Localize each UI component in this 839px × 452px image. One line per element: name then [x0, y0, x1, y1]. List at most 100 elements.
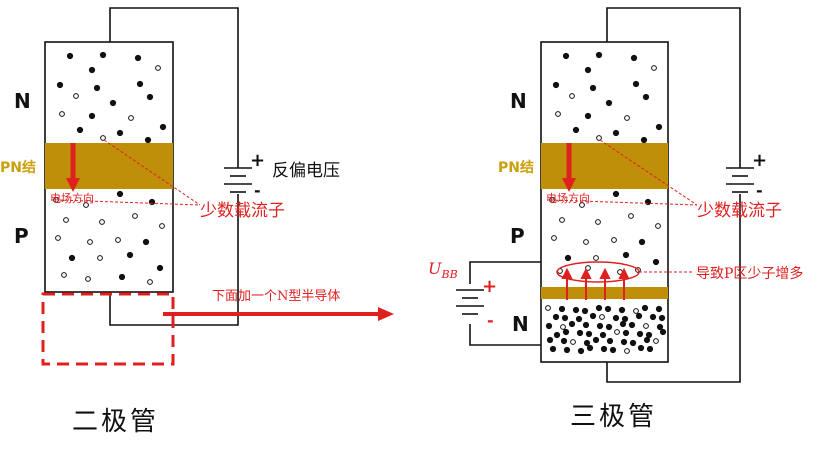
- hole-dot: [128, 115, 134, 121]
- diode-n-carriers: [56, 51, 167, 144]
- transistor-emitter-carriers: [545, 304, 667, 355]
- hole-dot: [100, 135, 106, 141]
- electron-dot: [546, 336, 554, 344]
- hole-dot: [559, 217, 565, 223]
- electron-dot: [156, 264, 164, 272]
- electron-dot: [552, 81, 560, 89]
- transistor-ubb-plus: +: [482, 276, 497, 297]
- hole-dot: [83, 202, 89, 208]
- hole-dot: [545, 305, 551, 311]
- hole-dot: [555, 111, 561, 117]
- electron-dot: [561, 314, 569, 322]
- electron-dot: [585, 330, 593, 338]
- electron-dot: [142, 238, 150, 246]
- electron-dot: [622, 329, 630, 337]
- diode-carrier-leader-1: [103, 139, 201, 206]
- electron-dot: [553, 331, 561, 339]
- electron-dot: [649, 313, 657, 321]
- electron-dot: [629, 339, 637, 347]
- hole-dot: [59, 111, 65, 117]
- transistor-field-label: 电场方向: [546, 191, 590, 205]
- hole-dot: [655, 223, 661, 229]
- electron-dot: [76, 126, 84, 134]
- electron-dot: [584, 66, 592, 74]
- hole-dot: [61, 272, 67, 278]
- electron-dot: [109, 99, 117, 107]
- transistor-label-n-top: N: [510, 89, 527, 113]
- electron-dot: [612, 129, 620, 137]
- electron-dot: [560, 337, 568, 345]
- electron-dot: [600, 345, 608, 353]
- electron-dot: [640, 136, 648, 144]
- electron-dot: [88, 112, 96, 120]
- transistor-vcc-plus: +: [752, 150, 767, 171]
- electron-dot: [636, 330, 644, 338]
- electron-dot: [606, 337, 614, 345]
- hole-dot: [73, 93, 79, 99]
- transistor-battery-vcc: [726, 167, 754, 193]
- diode-added-n-region: [41, 292, 175, 366]
- diode-field-arrowhead: [66, 178, 80, 192]
- electron-dot: [628, 321, 636, 329]
- electron-dot: [584, 112, 592, 120]
- transistor-figure: + - + - UBB N P N PN结 电场方向 少数载流子 导致P区少子增…: [428, 7, 803, 432]
- electron-dot: [655, 123, 663, 131]
- hole-dot: [595, 219, 601, 225]
- diode-carrier-label: 少数载流子: [200, 201, 285, 221]
- hole-dot: [570, 339, 576, 345]
- electron-dot: [635, 312, 643, 320]
- transistor-label-n-bottom: N: [512, 312, 529, 336]
- electron-dot: [134, 54, 142, 62]
- electron-dot: [549, 345, 557, 353]
- electron-dot: [93, 84, 101, 92]
- hole-dot: [593, 255, 599, 261]
- diode-field-label: 电场方向: [50, 191, 94, 205]
- hole-dot: [633, 308, 639, 314]
- transistor-battery-ubb: [456, 284, 484, 324]
- electron-dot: [595, 51, 603, 59]
- electron-dot: [552, 313, 560, 321]
- electron-dot: [620, 338, 628, 346]
- electron-dot: [99, 51, 107, 59]
- electron-dot: [68, 254, 76, 262]
- electron-dot: [618, 306, 626, 314]
- electron-dot: [582, 321, 590, 329]
- hole-dot: [551, 235, 557, 241]
- electron-dot: [583, 339, 591, 347]
- diode-p-carriers: [53, 190, 165, 285]
- electron-dot: [644, 198, 652, 206]
- electron-dot: [622, 251, 630, 259]
- electron-dot: [645, 331, 653, 339]
- electron-dot: [589, 312, 597, 320]
- transistor-junction-upper: [541, 143, 668, 189]
- transistor-carrier-label: 少数载流子: [697, 201, 782, 221]
- electron-dot: [159, 123, 167, 131]
- diode-battery-plus: +: [250, 150, 265, 171]
- hole-dot: [653, 338, 659, 344]
- electron-dot: [643, 336, 651, 344]
- hole-dot: [159, 223, 165, 229]
- hole-dot: [115, 237, 121, 243]
- hole-dot: [147, 279, 153, 285]
- hole-dot: [624, 115, 630, 121]
- electron-dot: [612, 190, 620, 198]
- hole-dot: [63, 217, 69, 223]
- electron-dot: [646, 345, 654, 353]
- transistor-n-carriers: [552, 51, 663, 144]
- diode-arrow-label: 下面加一个N型半导体: [212, 289, 340, 304]
- electron-dot: [596, 322, 604, 330]
- hole-dot: [596, 135, 602, 141]
- electron-dot: [116, 129, 124, 137]
- electron-dot: [652, 258, 660, 266]
- electron-dot: [558, 305, 566, 313]
- electron-dot: [568, 320, 576, 328]
- diode-battery-minus: -: [254, 181, 261, 200]
- diode-battery-label: 反偏电压: [272, 161, 340, 181]
- electron-dot: [146, 93, 154, 101]
- electron-dot: [563, 346, 571, 354]
- electron-dot: [88, 66, 96, 74]
- diode-label-n: N: [14, 89, 31, 113]
- electron-dot: [562, 52, 570, 60]
- hole-dot: [87, 239, 93, 245]
